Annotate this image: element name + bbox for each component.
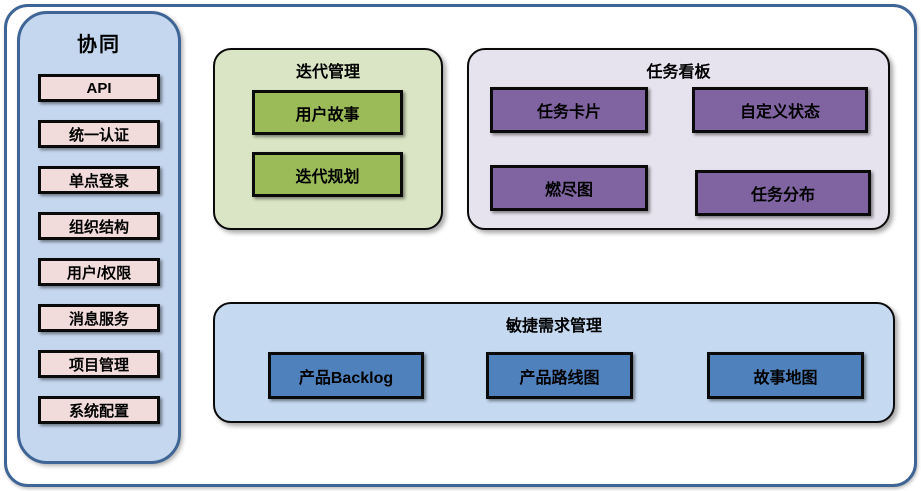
kanban-item-burndown-chart: 燃尽图 — [490, 165, 648, 211]
sidebar-item-project-mgmt: 项目管理 — [38, 350, 160, 378]
kanban-item-custom-status: 自定义状态 — [692, 87, 868, 133]
collaboration-panel: 协同 API 统一认证 单点登录 组织结构 用户/权限 消息服务 项目管理 系统… — [17, 11, 181, 464]
sidebar-item-org-structure: 组织结构 — [38, 212, 160, 240]
sidebar-item-user-permissions: 用户/权限 — [38, 258, 160, 286]
agile-requirements-group: 敏捷需求管理 产品Backlog 产品路线图 故事地图 — [213, 302, 895, 423]
iteration-management-title: 迭代管理 — [295, 64, 360, 81]
collaboration-item-list: API 统一认证 单点登录 组织结构 用户/权限 消息服务 项目管理 系统配置 — [20, 74, 178, 424]
task-kanban-title: 任务看板 — [646, 64, 711, 81]
agile-item-product-roadmap: 产品路线图 — [486, 352, 633, 399]
agile-item-story-map: 故事地图 — [707, 352, 864, 399]
sidebar-item-api: API — [38, 74, 160, 102]
sidebar-item-message-service: 消息服务 — [38, 304, 160, 332]
iteration-management-group: 迭代管理 用户故事 迭代规划 — [213, 48, 443, 230]
task-kanban-group: 任务看板 任务卡片 自定义状态 燃尽图 任务分布 — [467, 48, 890, 230]
kanban-item-task-card: 任务卡片 — [490, 87, 648, 133]
iteration-item-user-story: 用户故事 — [252, 90, 403, 135]
agile-requirements-title: 敏捷需求管理 — [505, 318, 602, 335]
sidebar-item-sso: 单点登录 — [38, 166, 160, 194]
agile-item-product-backlog: 产品Backlog — [268, 352, 424, 399]
iteration-item-iteration-planning: 迭代规划 — [252, 152, 403, 197]
sidebar-item-unified-auth: 统一认证 — [38, 120, 160, 148]
kanban-item-task-distribution: 任务分布 — [695, 170, 871, 216]
sidebar-item-system-config: 系统配置 — [38, 396, 160, 424]
collaboration-panel-title: 协同 — [77, 34, 121, 56]
